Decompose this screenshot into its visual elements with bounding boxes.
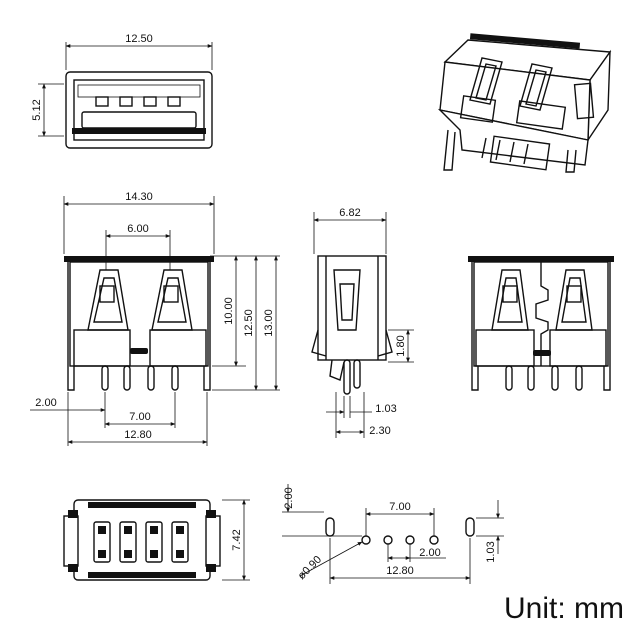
side-pin-label: 1.03: [375, 403, 396, 415]
unit-label: Unit: mm: [504, 592, 624, 625]
side-view: 6.82 1.80 1.03 2.30: [311, 207, 414, 438]
front-pin-span-label: 7.00: [129, 411, 150, 423]
bottom-view: 7.42: [63, 499, 250, 581]
front-height-10-label: 10.00: [223, 297, 235, 325]
front-height-1250-label: 12.50: [243, 309, 255, 337]
fp-row-offset-label: 2.00: [283, 487, 295, 508]
side-width-label: 6.82: [339, 207, 360, 219]
fp-pin-span-label: 7.00: [389, 501, 410, 513]
front-leg-span-label: 12.80: [124, 429, 152, 441]
side-pin-depth-label: 2.30: [369, 425, 390, 437]
front-view: 14.30 6.00 10.00 12.50 13.00 2.00 7.00 1…: [30, 191, 280, 446]
usb-a-connector-3d-icon: [437, 33, 612, 173]
front-pin-offset-label: 2.00: [35, 397, 56, 409]
top-view: 12.50 5.12: [31, 33, 213, 149]
top-height-label: 5.12: [31, 99, 43, 120]
pcb-footprint: 7.00 2.00 2.00 ø0.90 12.80 1.03: [282, 484, 504, 584]
fp-pitch-label: 2.00: [419, 547, 440, 559]
fp-slot-label: 1.03: [485, 541, 497, 562]
side-tab-label: 1.80: [395, 335, 407, 356]
front-height-13-label: 13.00: [263, 309, 275, 337]
top-width-label: 12.50: [125, 33, 153, 45]
fp-hole-label: ø0.90: [296, 554, 324, 582]
front-width-label: 14.30: [125, 191, 153, 203]
front-inner-width-label: 6.00: [127, 223, 148, 235]
bottom-height-label: 7.42: [231, 529, 243, 550]
fp-leg-span-label: 12.80: [386, 565, 414, 577]
rear-view: [468, 256, 614, 391]
